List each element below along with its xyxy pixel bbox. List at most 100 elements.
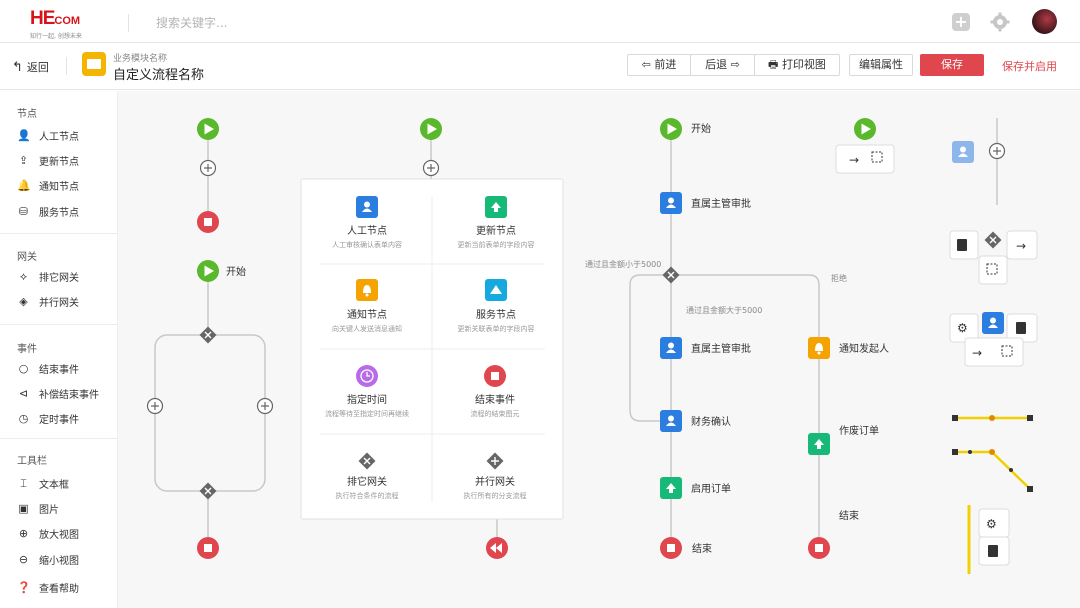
flow-column-2 <box>420 118 508 559</box>
connector-line-selected[interactable] <box>952 415 1033 421</box>
start-event-icon[interactable] <box>660 118 682 140</box>
back-button[interactable]: ↰返回 <box>12 59 49 75</box>
palette-item-title: 并行网关 <box>475 475 515 488</box>
start-label: 开始 <box>226 265 246 278</box>
exclusive-gateway-icon[interactable] <box>983 230 1003 250</box>
backward-button[interactable]: 后退 ⇨ <box>690 54 755 76</box>
palette-item-desc: 执行符合条件的流程 <box>336 491 399 500</box>
palette-item-timer[interactable]: 指定时间 流程等待至指定时间再继续 <box>325 365 409 418</box>
start-event-icon[interactable] <box>197 260 219 282</box>
user-icon: 👤 <box>17 129 31 142</box>
palette-item-manual-node[interactable]: 人工节点 人工审核确认表单内容 <box>332 196 402 249</box>
palette-item-parallel-gateway[interactable]: 并行网关 执行所有的分支流程 <box>464 452 527 500</box>
sidebar-item-manual-node[interactable]: 👤人工节点 <box>17 128 79 143</box>
node-label: 结束 <box>839 509 859 522</box>
end-event-icon[interactable] <box>197 537 219 559</box>
zoom-out-icon: ⊖ <box>18 553 29 566</box>
help-icon: ❓ <box>17 581 31 594</box>
gear-icon[interactable]: ⚙ <box>957 321 968 335</box>
exclusive-gateway-icon: ⟡ <box>19 270 28 283</box>
palette-item-desc: 更新当前表单的字段内容 <box>458 240 535 249</box>
gear-icon[interactable]: ⚙ <box>986 517 997 531</box>
end-event-icon[interactable] <box>660 537 682 559</box>
trash-icon[interactable] <box>1016 322 1026 334</box>
logo-text: HE <box>30 8 55 29</box>
sidebar-item-compensation-end-event[interactable]: ⊲补偿结束事件 <box>17 386 99 401</box>
end-event-icon[interactable] <box>197 211 219 233</box>
palette-item-exclusive-gateway[interactable]: 排它网关 执行符合条件的流程 <box>336 451 399 500</box>
add-shape-icon[interactable] <box>986 263 998 275</box>
back-arrow-icon: ↰ <box>12 60 23 75</box>
forward-button[interactable]: ⇦ 前进 <box>627 54 691 76</box>
sidebar-item-notify-node[interactable]: 🔔通知节点 <box>17 178 79 193</box>
textbox-icon: ⌶ <box>20 477 27 490</box>
sidebar-item-service-node[interactable]: ⛁服务节点 <box>17 204 79 219</box>
edit-properties-button[interactable]: 编辑属性 <box>849 54 913 76</box>
exclusive-gateway-icon[interactable] <box>661 265 681 285</box>
add-node-icon[interactable] <box>256 397 274 415</box>
connect-arrow-icon[interactable]: → <box>849 153 859 167</box>
end-event-icon[interactable] <box>808 537 830 559</box>
sidebar-item-label: 排它网关 <box>39 273 79 284</box>
node-label: 作废订单 <box>839 424 879 437</box>
divider <box>0 233 118 234</box>
user-avatar[interactable] <box>1032 9 1057 34</box>
trash-icon[interactable] <box>957 239 967 251</box>
add-node-icon[interactable] <box>199 159 217 177</box>
sidebar-item-zoom-out[interactable]: ⊖缩小视图 <box>17 552 79 567</box>
sidebar-item-timer-event[interactable]: ◷定时事件 <box>17 411 79 426</box>
save-and-enable-button[interactable]: 保存并启用 <box>1002 60 1057 73</box>
hover-toolbar-examples: → → ⚙ → ⚙ <box>835 118 1038 574</box>
save-button[interactable]: 保存 <box>920 54 984 76</box>
sidebar-item-textbox[interactable]: ⌶文本框 <box>17 476 69 491</box>
palette-item-desc: 执行所有的分支流程 <box>464 491 527 500</box>
connect-arrow-icon[interactable]: → <box>1016 239 1026 253</box>
sidebar-item-update-node[interactable]: ⇪ 更新节点 <box>17 153 79 168</box>
sidebar-item-help[interactable]: ❓查看帮助 <box>17 580 79 595</box>
node-label: 直属主管审批 <box>691 197 751 210</box>
sidebar-item-end-event[interactable]: ○结束事件 <box>17 361 79 376</box>
gateway-icon[interactable] <box>198 481 218 501</box>
palette-item-update-node[interactable]: 更新节点 更新当前表单的字段内容 <box>458 196 535 249</box>
compensation-end-event-icon[interactable] <box>486 537 508 559</box>
print-view-button[interactable]: 🖶 打印视图 <box>754 54 840 76</box>
start-event-icon[interactable] <box>420 118 442 140</box>
connector-line-bent[interactable] <box>952 449 1033 492</box>
start-event-icon[interactable] <box>197 118 219 140</box>
section-title-gateways: 网关 <box>17 252 37 263</box>
palette-item-title: 人工节点 <box>347 225 387 237</box>
sidebar-item-label: 定时事件 <box>39 415 79 426</box>
search-input[interactable]: 搜索关键字... <box>156 16 228 30</box>
folder-icon <box>82 52 106 76</box>
logo-text-small: COM <box>54 15 81 27</box>
connect-arrow-icon[interactable]: → <box>972 346 982 360</box>
add-shape-icon[interactable] <box>1001 345 1013 357</box>
flow-canvas[interactable]: 开始 人工节点 人工审核确认表单内容 更新节点 更新当前表单的字段内容 <box>118 91 1080 608</box>
palette-item-end-event[interactable]: 结束事件 流程的结束图元 <box>471 365 520 418</box>
node-label: 通知发起人 <box>839 342 889 355</box>
forward-label: 前进 <box>654 58 677 71</box>
palette-item-service-node[interactable]: 服务节点 更新关联表单的字段内容 <box>458 279 535 333</box>
sidebar-item-image[interactable]: ▣图片 <box>17 501 59 516</box>
sidebar-item-label: 更新节点 <box>39 157 79 168</box>
add-node-icon[interactable] <box>988 142 1006 160</box>
sidebar-item-parallel-gateway[interactable]: ◈并行网关 <box>17 294 79 309</box>
add-icon[interactable]: + <box>952 13 970 31</box>
add-shape-icon[interactable] <box>871 151 883 163</box>
gateway-icon[interactable] <box>198 325 218 345</box>
add-node-icon[interactable] <box>146 397 164 415</box>
module-name: 业务模块名称 <box>113 54 168 64</box>
sidebar-item-zoom-in[interactable]: ⊕放大视图 <box>17 526 79 541</box>
text-marker-line[interactable]: ⚙ <box>967 505 1010 574</box>
upload-icon: ⇪ <box>18 154 29 167</box>
palette-item-notify-node[interactable]: 通知节点 向关键人发送消息通知 <box>332 279 402 333</box>
settings-gear-icon[interactable] <box>990 12 1010 32</box>
add-node-icon[interactable] <box>422 159 440 177</box>
logo-tagline: 知行一起, 创想未来 <box>30 33 82 40</box>
trash-icon[interactable] <box>988 545 998 557</box>
node-label: 直属主管审批 <box>691 342 751 355</box>
company-logo[interactable]: HECOM 知行一起, 创想未来 <box>30 8 82 40</box>
sidebar-item-exclusive-gateway[interactable]: ⟡ 排它网关 <box>17 269 79 284</box>
section-title-toolbar: 工具栏 <box>17 456 47 467</box>
start-event-icon[interactable] <box>854 118 876 140</box>
